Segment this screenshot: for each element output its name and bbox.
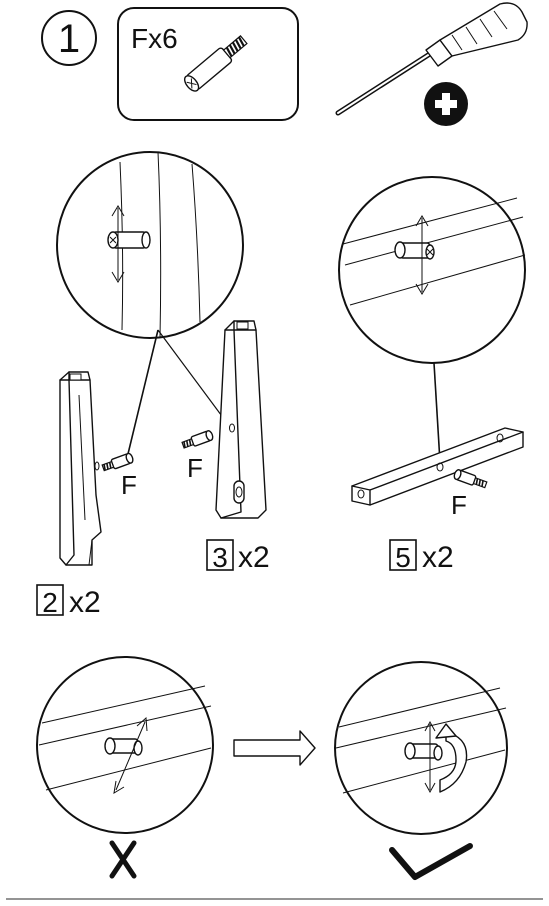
part-number: 3 (212, 542, 228, 573)
parts-box-label: Fx6 (131, 23, 178, 54)
fitting-label: F (451, 490, 467, 520)
leg-part-3 (215, 320, 267, 519)
phillips-screwdriver-icon (335, 2, 528, 116)
part-quantity: x2 (238, 541, 270, 574)
cam-bolt-icon (181, 430, 214, 449)
check-icon (389, 843, 473, 880)
part-number: 2 (42, 587, 58, 618)
right-arrow-icon (233, 730, 316, 766)
wrong-detail-circle (36, 656, 214, 834)
plus-icon (424, 82, 468, 126)
cam-bolt-icon (453, 469, 488, 489)
cam-bolt-icon (183, 35, 248, 92)
part-quantity: x2 (422, 541, 454, 574)
up-down-arrow-icon (111, 205, 125, 283)
cam-bolt-icon (101, 452, 134, 472)
part-label-2: 2 x2 (36, 584, 101, 619)
part-label-5: 5 x2 (389, 539, 454, 574)
right-detail-circle (334, 661, 508, 835)
rail-part-5 (351, 427, 524, 506)
fitting-label: F (187, 453, 203, 483)
cam-bolt-icon (394, 241, 435, 260)
up-down-arrow-icon (415, 215, 429, 295)
detail-circle-rail (338, 176, 526, 364)
rotate-arrow-icon (435, 723, 468, 793)
cross-icon (109, 840, 137, 879)
up-down-arrow-icon (424, 720, 436, 794)
part-quantity: x2 (69, 586, 101, 619)
parts-box: Fx6 (117, 7, 299, 121)
part-number: 5 (395, 542, 411, 573)
cam-bolt-icon (107, 231, 151, 249)
leg-part-2 (59, 371, 102, 566)
step-number: 1 (58, 17, 80, 61)
diagonal-arrow-icon (113, 716, 148, 794)
detail-circle-legs (56, 151, 244, 339)
step-badge: 1 (41, 10, 97, 66)
part-label-3: 3 x2 (206, 539, 270, 574)
fitting-label: F (121, 470, 137, 500)
